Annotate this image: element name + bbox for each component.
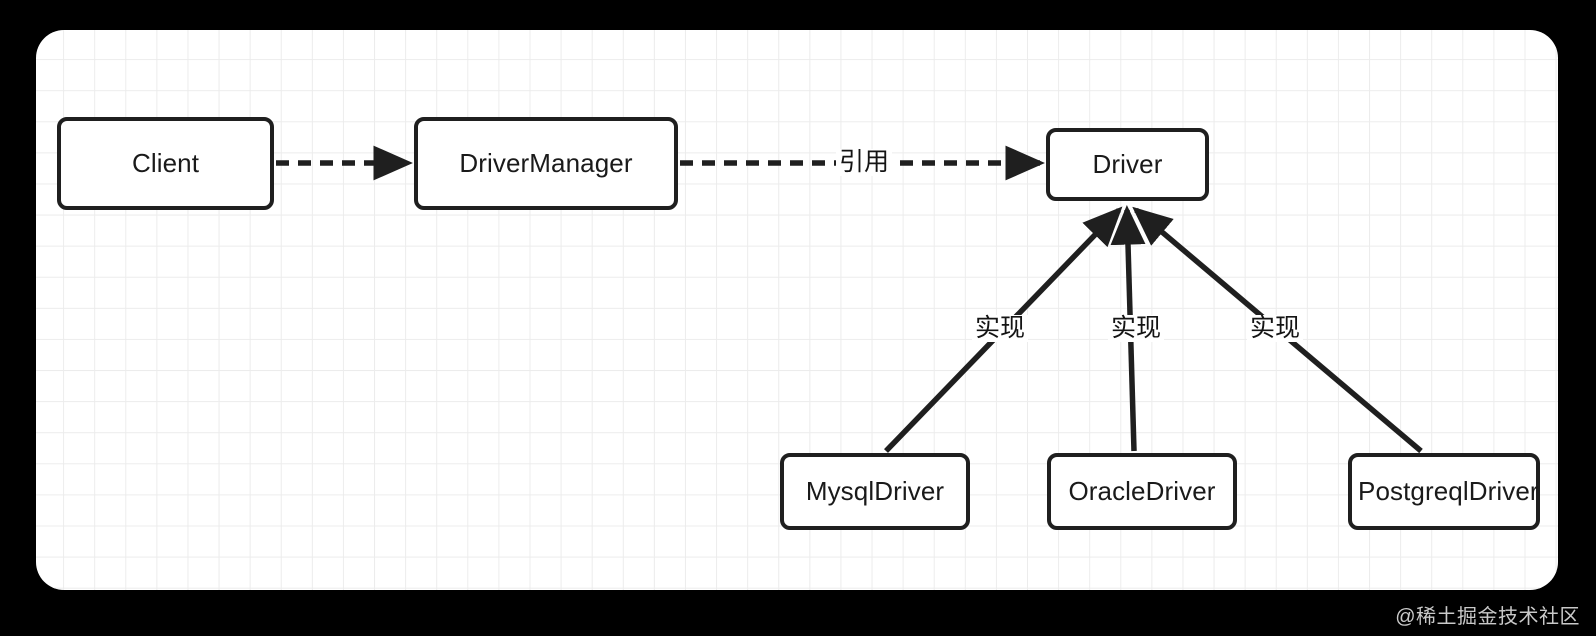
node-oracledriver-label: OracleDriver: [1068, 475, 1216, 506]
node-driver-label: Driver: [1092, 148, 1163, 179]
edge-label-mysqldriver-implements: 实现: [972, 315, 1029, 342]
node-drivermanager-label: DriverManager: [459, 147, 633, 178]
edge-label-oracledriver-implements: 实现: [1108, 315, 1165, 342]
node-client-label: Client: [131, 147, 200, 178]
node-client[interactable]: Client: [57, 117, 274, 210]
node-postgreqldriver[interactable]: PostgreqlDriver: [1348, 453, 1540, 530]
watermark: @稀土掘金技术社区: [1395, 606, 1580, 628]
edge-label-reference: 引用: [836, 149, 893, 176]
edge-label-postgreqldriver-implements: 实现: [1247, 315, 1304, 342]
node-mysqldriver[interactable]: MysqlDriver: [780, 453, 970, 530]
node-drivermanager[interactable]: DriverManager: [414, 117, 678, 210]
node-driver[interactable]: Driver: [1046, 128, 1209, 201]
node-oracledriver[interactable]: OracleDriver: [1047, 453, 1237, 530]
diagram-canvas: Client DriverManager Driver MysqlDriver …: [36, 30, 1558, 590]
node-mysqldriver-label: MysqlDriver: [805, 475, 945, 506]
node-postgreqldriver-label: PostgreqlDriver: [1358, 475, 1539, 506]
